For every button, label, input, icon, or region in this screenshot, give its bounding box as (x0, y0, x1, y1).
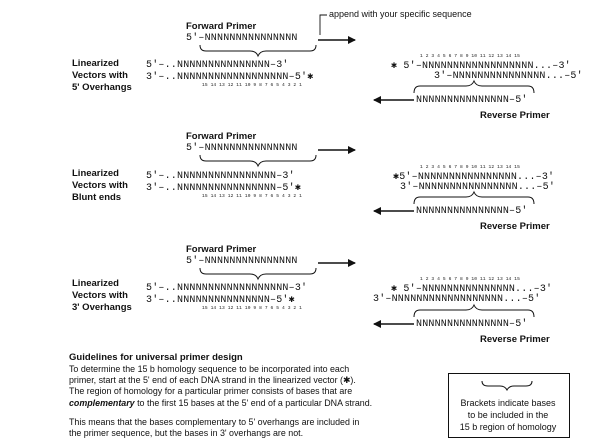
right-top-strand: ✱5'–NNNNNNNNNNNNNNNN...–3' (393, 172, 555, 183)
reverse-bracket-2 (413, 190, 535, 205)
forward-bracket-2 (199, 154, 317, 168)
left-top-strand: 5'–..NNNNNNNNNNNNNNNN–3' (146, 171, 295, 182)
section-3-graphics (199, 259, 535, 328)
guidelines-paragraph-2: This means that the bases complementary … (69, 417, 360, 439)
reverse-primer-title: Reverse Primer (480, 334, 550, 345)
left-bottom-strand: 3'–..NNNNNNNNNNNNNNNNNN–5'✱ (146, 72, 314, 83)
section-label: Linearized Vectors with Blunt ends (72, 168, 128, 203)
left-position-numbers: 15 14 13 12 11 10 9 8 7 6 5 4 3 2 1 (202, 306, 302, 311)
left-position-numbers: 15 14 13 12 11 10 9 8 7 6 5 4 3 2 1 (202, 83, 302, 88)
reverse-bracket-3 (413, 303, 535, 318)
forward-primer-title: Forward Primer (186, 244, 257, 255)
guidelines-title: Guidelines for universal primer design (69, 352, 243, 363)
reverse-primer-title: Reverse Primer (480, 110, 550, 121)
section-label: Linearized Vectors with 5' Overhangs (72, 58, 132, 93)
forward-primer-title: Forward Primer (186, 131, 257, 142)
right-bottom-strand: 3'–NNNNNNNNNNNNNNN...–5' (434, 71, 583, 82)
left-bottom-strand: 3'–..NNNNNNNNNNNNNNNN–5'✱ (146, 183, 302, 194)
left-top-strand: 5'–..NNNNNNNNNNNNNNN–3' (146, 60, 289, 71)
right-position-numbers: 1 2 3 4 5 6 7 8 9 10 11 12 13 14 15 (420, 277, 520, 282)
forward-bracket-1 (199, 44, 317, 58)
left-position-numbers: 15 14 13 12 11 10 9 8 7 6 5 4 3 2 1 (202, 194, 302, 199)
right-position-numbers: 1 2 3 4 5 6 7 8 9 10 11 12 13 14 15 (420, 165, 520, 170)
right-position-numbers: 1 2 3 4 5 6 7 8 9 10 11 12 13 14 15 (420, 54, 520, 59)
right-top-strand: ✱ 5'–NNNNNNNNNNNNNNNNNN...–3' (391, 61, 571, 72)
section-label: Linearized Vectors with 3' Overhangs (72, 278, 132, 313)
left-bottom-strand: 3'–..NNNNNNNNNNNNNNN–5'✱ (146, 295, 295, 306)
reverse-bracket-1 (413, 79, 535, 94)
right-bottom-strand: 3'–NNNNNNNNNNNNNNNNNN...–5' (373, 294, 541, 305)
legend-box (448, 373, 570, 438)
append-note: append with your specific sequence (329, 9, 472, 19)
forward-bracket-3 (199, 267, 317, 281)
section-1-graphics (199, 14, 535, 104)
forward-primer-seq: 5'–NNNNNNNNNNNNNNN (186, 256, 298, 267)
reverse-primer-seq: NNNNNNNNNNNNNNN–5' (416, 206, 528, 217)
right-top-strand: ✱ 5'–NNNNNNNNNNNNNNN...–3' (391, 284, 553, 295)
section-2-graphics (199, 146, 535, 215)
left-top-strand: 5'–..NNNNNNNNNNNNNNNNNN–3' (146, 283, 308, 294)
forward-primer-seq: 5'–NNNNNNNNNNNNNNN (186, 33, 298, 44)
guidelines-paragraph-1: To determine the 15 b homology sequence … (69, 364, 373, 408)
legend-text: Brackets indicate bases to be included i… (459, 398, 557, 432)
reverse-primer-title: Reverse Primer (480, 221, 550, 232)
emphasis-complementary: complementary (69, 397, 135, 408)
forward-primer-seq: 5'–NNNNNNNNNNNNNNN (186, 143, 298, 154)
legend-bracket (481, 380, 533, 392)
right-bottom-strand: 3'–NNNNNNNNNNNNNNNN...–5' (400, 182, 556, 193)
reverse-primer-seq: NNNNNNNNNNNNNNN–5' (416, 95, 528, 106)
reverse-primer-seq: NNNNNNNNNNNNNNN–5' (416, 319, 528, 330)
append-pointer (319, 14, 327, 35)
forward-primer-title: Forward Primer (186, 21, 257, 32)
